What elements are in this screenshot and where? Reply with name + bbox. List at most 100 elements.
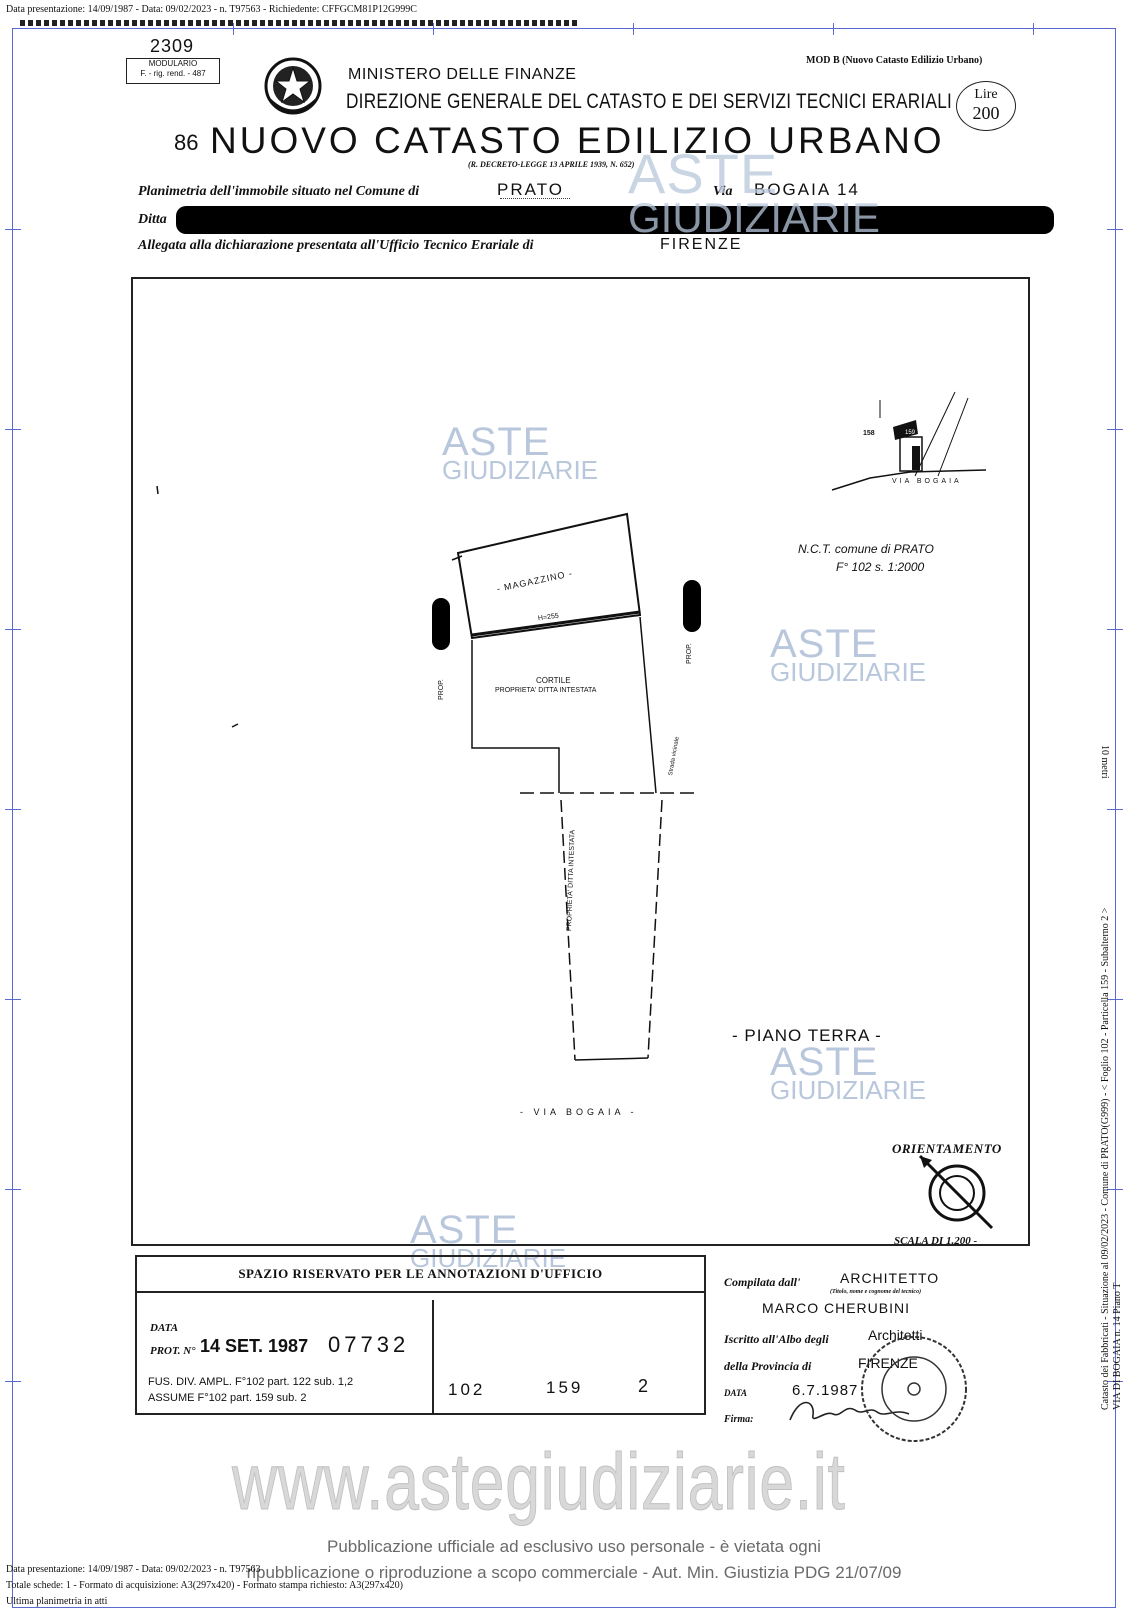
- watermark-giudiziarie: GIUDIZIARIE: [770, 657, 927, 687]
- cortile-owner: PROPRIETA' DITTA INTESTATA: [495, 687, 597, 694]
- watermark-plan-1: ASTE GIUDIZIARIE: [442, 420, 599, 485]
- bottom-meta3: Ultima planimetria in atti: [6, 1596, 108, 1607]
- watermark-aste: ASTE: [410, 1208, 519, 1252]
- ditta-label: Ditta: [138, 212, 167, 227]
- modulario-line2: F. - rig. rend. - 487: [140, 69, 206, 78]
- watermark-header: ASTE GIUDIZIARIE: [628, 142, 881, 241]
- watermark-giudiziarie: GIUDIZIARIE: [410, 1243, 567, 1273]
- watermark-plan-2: ASTE GIUDIZIARIE: [770, 622, 927, 687]
- prot-number: 07732: [328, 1332, 410, 1357]
- plan-frame: [131, 277, 1030, 1246]
- publication-line1: Pubblicazione ufficiale ad esclusivo uso…: [327, 1537, 821, 1556]
- decree-ref: (R. DECRETO-LEGGE 13 APRILE 1939, N. 652…: [468, 160, 635, 169]
- frame-tick: [5, 429, 21, 430]
- frame-tick: [1107, 1381, 1123, 1382]
- annotations-title: SPAZIO RISERVATO PER LE ANNOTAZIONI D'UF…: [135, 1255, 706, 1293]
- frame-tick: [633, 23, 634, 35]
- top-metadata: Data presentazione: 14/09/1987 - Data: 0…: [6, 4, 417, 15]
- compiler-name: MARCO CHERUBINI: [762, 1300, 911, 1316]
- street-via-bogaia: - VIA BOGAIA -: [520, 1107, 638, 1117]
- modulario-box: MODULARIO F. - rig. rend. - 487: [126, 58, 220, 84]
- republic-emblem-icon: [264, 57, 322, 115]
- compiler-title-note: (Titolo, nome e cognome del tecnico): [830, 1289, 922, 1295]
- side-scale: 10 metri: [1099, 745, 1110, 779]
- frame-tick: [1107, 809, 1123, 810]
- lire-stamp: Lire 200: [956, 81, 1016, 131]
- compilata-label: Compilata dall': [724, 1275, 801, 1289]
- architect-seal-icon: [861, 1336, 967, 1442]
- lire-value: 200: [972, 103, 1000, 123]
- frame-tick: [5, 1381, 21, 1382]
- ministry-name: MINISTERO DELLE FINANZE: [348, 66, 577, 83]
- modulario-line1: MODULARIO: [148, 59, 198, 68]
- watermark-giudiziarie: GIUDIZIARIE: [442, 455, 599, 485]
- frame-tick: [433, 23, 434, 35]
- frame-tick: [1107, 1189, 1123, 1190]
- page-title: NUOVO CATASTO EDILIZIO URBANO: [210, 120, 945, 161]
- room-cortile: CORTILE: [536, 676, 571, 685]
- lire-label: Lire: [974, 87, 998, 102]
- iscritto-label: Iscritto all'Albo degli: [724, 1332, 829, 1346]
- foglio-value: 102: [448, 1380, 486, 1399]
- website-watermark: www.astegiudiziarie.it: [232, 1437, 846, 1527]
- floor-label: - PIANO TERRA -: [732, 1026, 882, 1045]
- frame-tick: [1107, 999, 1123, 1000]
- page-frame: [5, 23, 1123, 1608]
- scale-label: SCALA DI 1.200 -: [894, 1235, 978, 1247]
- frame-tick: [1107, 229, 1123, 230]
- provincia-label: della Provincia di: [724, 1359, 812, 1373]
- prop-right: PROP.: [686, 643, 693, 664]
- compiler-data-value: 6.7.1987: [792, 1382, 859, 1399]
- dashed-border: [20, 20, 580, 26]
- annotation-note1: FUS. DIV. AMPL. F°102 part. 122 sub. 1,2: [148, 1376, 354, 1388]
- watermark-giudiziarie: GIUDIZIARIE: [770, 1075, 927, 1105]
- orientamento-label: ORIENTAMENTO: [892, 1141, 1002, 1156]
- planimetria-label: Planimetria dell'immobile situato nel Co…: [138, 184, 420, 199]
- loc-parcel-159: 159: [905, 430, 916, 436]
- side-note-address: VIA DI BOGAIA n. 14 Piano T: [1112, 1282, 1123, 1410]
- annotation-note2: ASSUME F°102 part. 159 sub. 2: [148, 1392, 307, 1404]
- side-note-catasto: Catasto dei Fabbricati - Situazione al 0…: [1100, 907, 1111, 1410]
- bottom-meta1: Data presentazione: 14/09/1987 - Data: 0…: [6, 1564, 261, 1575]
- watermark-aste: ASTE: [628, 142, 779, 205]
- prot-label: PROT. N°: [150, 1345, 196, 1357]
- particella-value: 159: [546, 1378, 584, 1397]
- allegata-label: Allegata alla dichiarazione presentata a…: [138, 238, 534, 253]
- frame-tick: [833, 23, 834, 35]
- compiler-title: ARCHITETTO: [840, 1270, 940, 1286]
- nct-line1: N.C.T. comune di PRATO: [798, 542, 934, 556]
- firma-label: Firma:: [724, 1414, 754, 1425]
- frame-tick: [5, 229, 21, 230]
- frame-tick: [5, 999, 21, 1000]
- frame-tick: [5, 1189, 21, 1190]
- watermark-aste: ASTE: [770, 622, 879, 666]
- frame-tick: [5, 809, 21, 810]
- frame-tick: [5, 629, 21, 630]
- bottom-meta2: Totale schede: 1 - Formato di acquisizio…: [6, 1580, 403, 1591]
- frame-tick: [1033, 23, 1034, 35]
- prop-left: PROP.: [438, 679, 445, 700]
- albo-value: Architetti: [868, 1327, 923, 1343]
- redaction-bar: [176, 206, 1054, 234]
- watermark-aste: ASTE: [442, 420, 551, 464]
- comune-value: PRATO: [497, 180, 564, 199]
- publication-line2: ripubblicazione o riproduzione a scopo c…: [246, 1563, 902, 1582]
- frame-tick: [1107, 629, 1123, 630]
- compiler-data-label: DATA: [724, 1388, 748, 1398]
- loc-parcel-158: 158: [863, 430, 875, 437]
- subalterno-value: 2: [638, 1376, 649, 1396]
- annotations-box: [135, 1255, 706, 1415]
- data-label: DATA: [150, 1322, 179, 1334]
- watermark-aste: ASTE: [770, 1040, 879, 1084]
- watermark-plan-3: ASTE GIUDIZIARIE: [770, 1040, 927, 1105]
- signature-icon: [789, 1401, 910, 1421]
- via-label: Via: [713, 184, 733, 199]
- nct-line2: F° 102 s. 1:2000: [836, 560, 925, 574]
- loc-via-bogaia: VIA BOGAIA: [892, 478, 962, 485]
- direction-name: DIREZIONE GENERALE DEL CATASTO E DEI SER…: [346, 90, 953, 113]
- via-value: BOGAIA 14: [754, 180, 860, 199]
- frame-tick: [1107, 429, 1123, 430]
- watermark-giudiziarie: GIUDIZIARIE: [628, 194, 881, 241]
- watermark-plan-4: ASTE GIUDIZIARIE: [410, 1208, 567, 1273]
- annotations-divider: [432, 1300, 434, 1415]
